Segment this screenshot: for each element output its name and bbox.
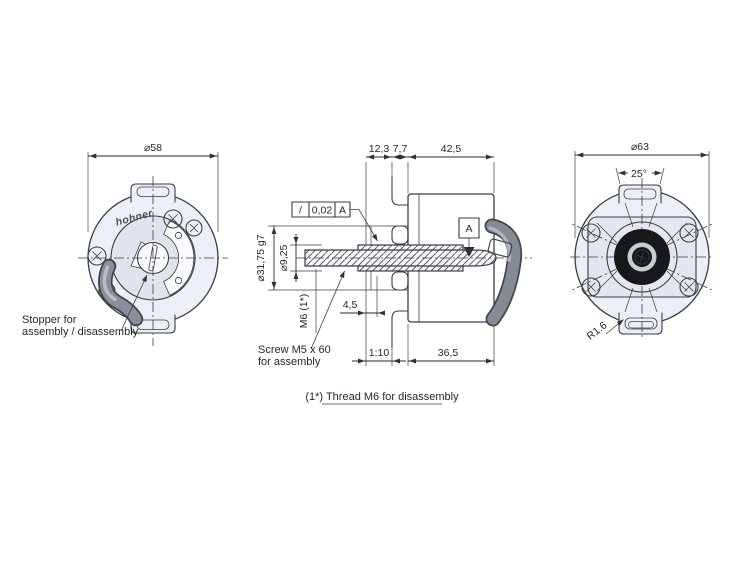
dimension-4-5: 4,5 [340, 299, 386, 316]
dim-label: 12,3 [369, 143, 390, 155]
section-view: A / 0,02 A 12,3 7,7 42,5 [255, 143, 532, 368]
dim-label: ⌀63 [631, 141, 649, 153]
dimension-radius: R1.6 [585, 319, 624, 343]
crescent-hole [174, 231, 183, 240]
crescent-hole [174, 276, 183, 285]
center-screw-cross [637, 252, 647, 262]
tolerance-frame: / 0,02 A [291, 201, 378, 242]
dimension-spigot-diameter: ⌀31,75 g7 [255, 226, 277, 290]
footnote: (1*) Thread M6 for disassembly [305, 391, 459, 405]
cable [484, 218, 523, 327]
mount-tab-top [618, 184, 662, 204]
dim-label: 25° [631, 168, 647, 180]
tolerance-symbol: / [299, 205, 302, 217]
mount-slot-bottom [624, 317, 658, 330]
clamp-ear-top [391, 225, 409, 245]
screw-note: Screw M5 x 60 for assembly [258, 270, 345, 368]
rear-view: ⌀63 25° R1.6 [569, 141, 715, 343]
dim-label: ⌀9,25 [278, 244, 290, 271]
dim-label: ⌀31,75 g7 [255, 234, 267, 281]
clamp-ear-bottom [391, 271, 409, 291]
screw-note-line1: Screw M5 x 60 [258, 344, 331, 356]
stopper-part [98, 258, 144, 327]
mounting-wall [391, 176, 408, 348]
dim-label: 4,5 [343, 299, 358, 311]
tolerance-datum: A [339, 205, 346, 217]
stopper-note: Stopper for assembly / disassembly [22, 274, 148, 338]
crescent-cutout [163, 220, 195, 296]
dim-label: 36,5 [438, 347, 459, 359]
dimension-shaft-diameter: ⌀9,25 [278, 234, 322, 282]
datum-letter: A [465, 223, 472, 235]
centerline [78, 176, 228, 346]
stopper-note-line2: assembly / disassembly [22, 326, 139, 338]
dim-label: 7,7 [393, 143, 408, 155]
dimension-chain-top: 12,3 7,7 42,5 [366, 143, 494, 160]
tab-fan-lines [624, 202, 658, 313]
mount-slot-top [623, 188, 657, 200]
mount-tab-bottom [618, 312, 663, 335]
screw [87, 246, 107, 266]
datum-flag: A [458, 217, 480, 257]
dimension-body-length: 36,5 [408, 347, 494, 364]
dim-label: 1:10 [369, 347, 390, 359]
dim-label: ⌀58 [144, 142, 162, 154]
cable-clamp [487, 238, 513, 258]
thread-label: M6 (1*) [298, 294, 310, 328]
screw [163, 209, 183, 229]
dimension-taper: 1:10 [352, 347, 406, 364]
dimension-angle-25: 25° [615, 167, 665, 185]
dimension-diameter-58: ⌀58 [87, 142, 219, 232]
front-view: hohner ⌀58 Stopper for assembly / disass… [22, 142, 228, 346]
screw-note-line2: for assembly [258, 356, 321, 368]
diagonal-centerlines [569, 222, 715, 292]
screw [679, 277, 699, 297]
dim-label: R1.6 [585, 319, 610, 342]
screw [581, 277, 601, 297]
stopper-note-line1: Stopper for [22, 314, 77, 326]
screw [581, 223, 601, 243]
bearing-rings [606, 221, 678, 293]
dim-label: 42,5 [441, 143, 462, 155]
dimension-diameter-63: ⌀63 [574, 141, 710, 238]
tolerance-value: 0,02 [312, 205, 333, 217]
footnote-text: (1*) Thread M6 for disassembly [305, 391, 459, 403]
plate-corner-chamfers [596, 222, 688, 292]
mount-slot-inner [628, 321, 654, 329]
screw [185, 219, 203, 237]
